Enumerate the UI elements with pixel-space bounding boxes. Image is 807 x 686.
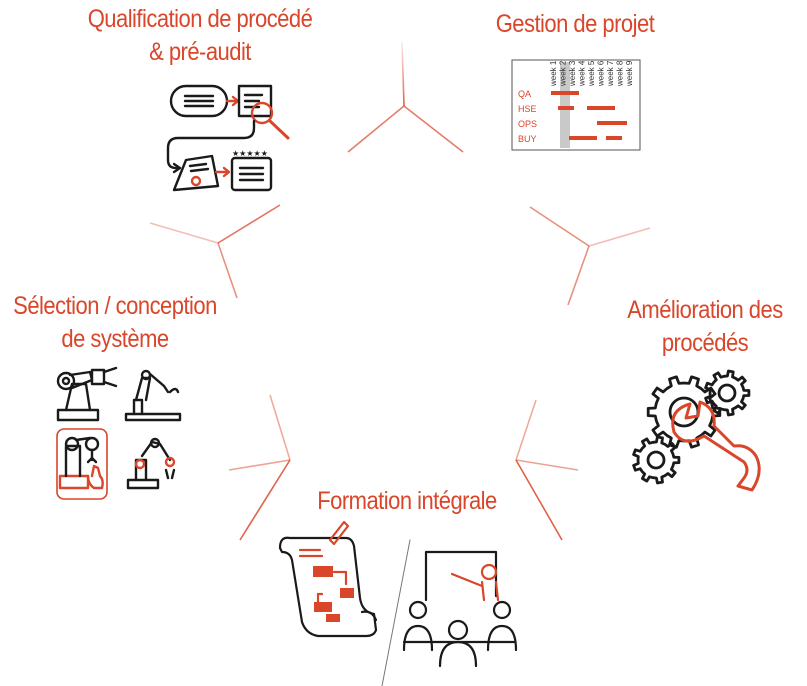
label-selection-line1: Sélection / conception: [13, 292, 217, 320]
gantt-week-label: week 3: [568, 60, 577, 87]
label-qualification-line1: Qualification de procédé: [87, 5, 313, 33]
training-icon: [278, 520, 518, 686]
gantt-week-label: week 5: [587, 60, 596, 87]
label-gestion: Gestion de projet: [483, 8, 668, 41]
rating-stars: ★★★★★: [232, 149, 268, 158]
robot-arms-icon: [56, 366, 182, 500]
label-qualification: Qualification de procédé & pré-audit: [77, 3, 323, 69]
gears-wrench-icon: [632, 369, 761, 492]
gantt-row-labels: QA HSE OPS BUY: [518, 89, 537, 144]
label-amelioration: Amélioration des procédés: [613, 294, 798, 360]
process-flow-audit-icon: [166, 84, 290, 192]
gantt-week-label: week 6: [597, 60, 606, 87]
gantt-row-label: BUY: [518, 134, 537, 144]
label-selection-line2: de système: [61, 325, 169, 353]
gear-small-bottom-icon: [632, 435, 681, 485]
label-selection: Sélection / conception de système: [9, 290, 220, 356]
label-amelioration-line1: Amélioration des: [627, 296, 783, 324]
gantt-row-label: HSE: [518, 104, 537, 114]
divider-lines: [149, 41, 651, 541]
label-formation-line1: Formation intégrale: [317, 487, 497, 515]
gantt-bars: [551, 91, 627, 140]
gantt-row-label: OPS: [518, 119, 537, 129]
gantt-week-label: week 2: [559, 60, 568, 87]
gantt-week-label: week 1: [549, 60, 558, 87]
gantt-week-label: week 4: [578, 60, 587, 87]
wrench-icon: [671, 400, 761, 492]
label-gestion-line1: Gestion de projet: [495, 10, 655, 38]
label-qualification-line2: & pré-audit: [149, 38, 251, 66]
gear-small-top-icon: [704, 369, 751, 417]
gantt-week-label: week 8: [616, 60, 625, 87]
label-amelioration-line2: procédés: [661, 329, 749, 357]
gantt-row-label: QA: [518, 89, 531, 99]
gantt-week-label: week 9: [625, 60, 634, 87]
label-formation: Formation intégrale: [306, 485, 508, 518]
gantt-week-label: week 7: [606, 60, 615, 87]
